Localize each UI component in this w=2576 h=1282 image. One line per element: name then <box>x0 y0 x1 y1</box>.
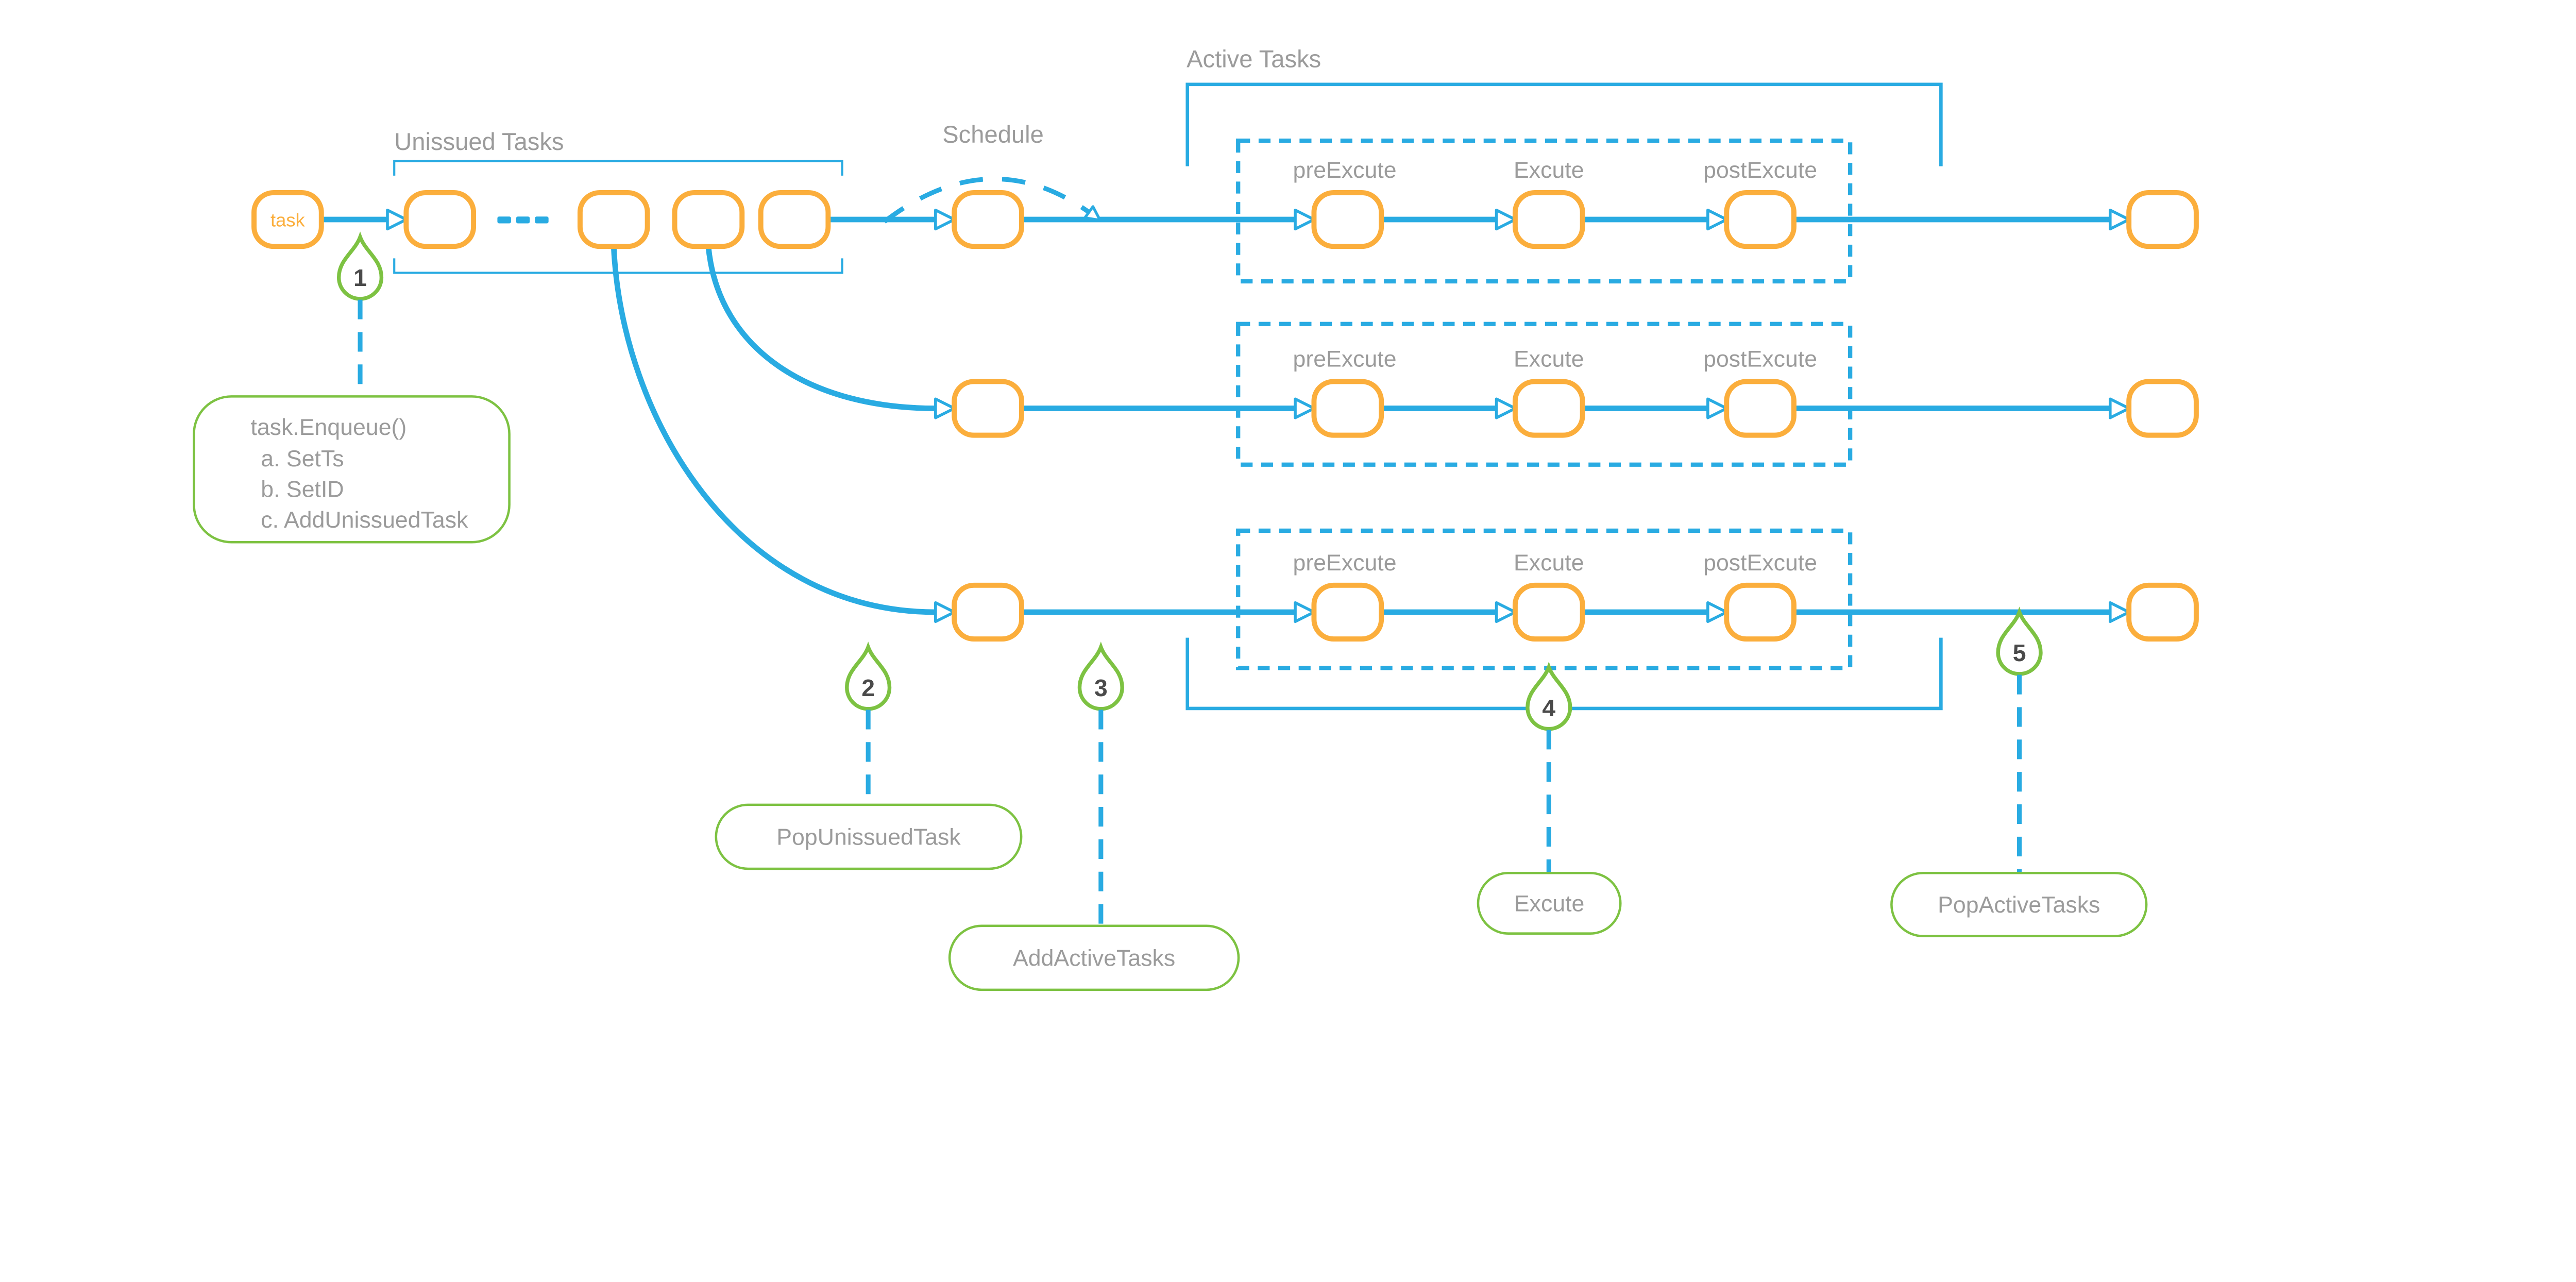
step-marker-number: 4 <box>1542 695 1555 721</box>
pipeline-box-row1 <box>1236 138 1853 284</box>
row2-preexcute-node <box>1311 379 1384 438</box>
row1-preexcute-label: preExcute <box>1293 158 1396 183</box>
row3-postexcute-label: postExcute <box>1703 550 1817 576</box>
callout-line: PopActiveTasks <box>1938 892 2100 918</box>
teardrop-icon <box>1526 661 1572 731</box>
row2-preexcute-label: preExcute <box>1293 346 1396 372</box>
flow-arrows-row2 <box>705 246 2110 408</box>
task-scheduler-diagram: Unissued Tasks Active Tasks Sche <box>193 45 2199 991</box>
row2-postexcute-label: postExcute <box>1703 346 1817 372</box>
step-marker-number: 3 <box>1094 674 1108 701</box>
curve-queue-to-row2 <box>705 246 936 408</box>
queue-ellipsis-icon <box>497 216 549 224</box>
flow-arrows-row3 <box>611 246 2110 612</box>
callout-excute: Excute <box>1477 871 1622 935</box>
step-marker-number: 2 <box>861 674 875 701</box>
step-marker-2: 2 <box>845 642 892 812</box>
row3-done-node <box>2126 582 2199 642</box>
teardrop-icon <box>845 642 892 711</box>
row1-entry-node <box>952 190 1024 249</box>
step-marker-1: 1 <box>336 231 384 406</box>
pipeline-row: preExcute Excute postExcute <box>952 550 2199 642</box>
callout-line: c. AddUnissuedTask <box>261 508 468 533</box>
step-marker-4: 4 <box>1526 661 1572 879</box>
row1-preexcute-node <box>1311 190 1384 249</box>
teardrop-icon <box>1077 642 1124 711</box>
step-marker-3: 3 <box>1077 642 1124 932</box>
ellipsis-dot <box>535 216 549 224</box>
row3-excute-node <box>1512 582 1585 642</box>
row3-preexcute-label: preExcute <box>1293 550 1396 576</box>
pipeline-box-row3 <box>1236 528 1853 670</box>
diagram-svg: Unissued Tasks Active Tasks Sche <box>193 45 2199 991</box>
callout-line: Excute <box>1514 891 1585 917</box>
unissued-tasks-label: Unissued Tasks <box>394 128 564 155</box>
schedule-annotation: Schedule <box>883 121 1091 224</box>
row2-entry-node <box>952 379 1024 438</box>
callout-box-shape <box>1890 871 2148 937</box>
schedule-arc-arrow <box>883 176 1091 224</box>
callout-pop-unissued-task: PopUnissuedTask <box>715 803 1023 870</box>
row3-excute-label: Excute <box>1514 550 1584 576</box>
active-bracket-top <box>1185 82 1943 166</box>
step-marker-number: 1 <box>353 264 367 291</box>
task-node-label: task <box>270 209 306 230</box>
queue-node-3 <box>672 190 745 249</box>
schedule-label: Schedule <box>942 121 1044 148</box>
row2-excute-label: Excute <box>1514 346 1584 372</box>
callout-line: task.Enqueue() <box>250 415 406 440</box>
callout-task-enqueue: task.Enqueue() a. SetTs b. SetID c. AddU… <box>193 395 511 544</box>
row1-postexcute-label: postExcute <box>1703 158 1817 183</box>
queue-node-2 <box>577 190 650 249</box>
callout-line: AddActiveTasks <box>1013 946 1175 971</box>
row2-excute-node <box>1512 379 1585 438</box>
callout-line: PopUnissuedTask <box>776 825 961 850</box>
row2-postexcute-node <box>1724 379 1797 438</box>
task-node-shape <box>251 190 324 249</box>
callout-box-shape <box>193 395 511 544</box>
callout-line: b. SetID <box>261 477 344 502</box>
callout-box-shape <box>1477 871 1622 935</box>
row1-excute-node <box>1512 190 1585 249</box>
teardrop-icon <box>1996 606 2043 676</box>
pipeline-row: preExcute Excute postExcute <box>952 346 2199 438</box>
row3-postexcute-node <box>1724 582 1797 642</box>
callout-add-active-tasks: AddActiveTasks <box>948 924 1240 991</box>
unissued-queue-nodes <box>403 190 831 249</box>
curve-queue-to-row3 <box>611 246 936 612</box>
row2-done-node <box>2126 379 2199 438</box>
teardrop-icon <box>336 231 384 301</box>
queue-node-4 <box>758 190 831 249</box>
step-marker-5: 5 <box>1996 606 2043 879</box>
queue-node-1 <box>403 190 477 249</box>
active-tasks-label: Active Tasks <box>1187 45 1321 73</box>
ellipsis-dot <box>497 216 511 224</box>
pipeline-row: preExcute Excute postExcute <box>952 158 2199 249</box>
row1-excute-label: Excute <box>1514 158 1584 183</box>
row3-preexcute-node <box>1311 582 1384 642</box>
ellipsis-dot <box>516 216 530 224</box>
task-source-node: task <box>251 190 324 249</box>
callout-line: a. SetTs <box>261 446 344 471</box>
row1-done-node <box>2126 190 2199 249</box>
unissued-bracket-top <box>393 160 843 176</box>
row1-postexcute-node <box>1724 190 1797 249</box>
row3-entry-node <box>952 582 1024 642</box>
step-marker-number: 5 <box>2013 639 2026 666</box>
callout-box-shape <box>715 803 1023 870</box>
callout-pop-active-tasks: PopActiveTasks <box>1890 871 2148 937</box>
callout-box-shape <box>948 924 1240 991</box>
pipeline-box-row2 <box>1236 322 1853 467</box>
